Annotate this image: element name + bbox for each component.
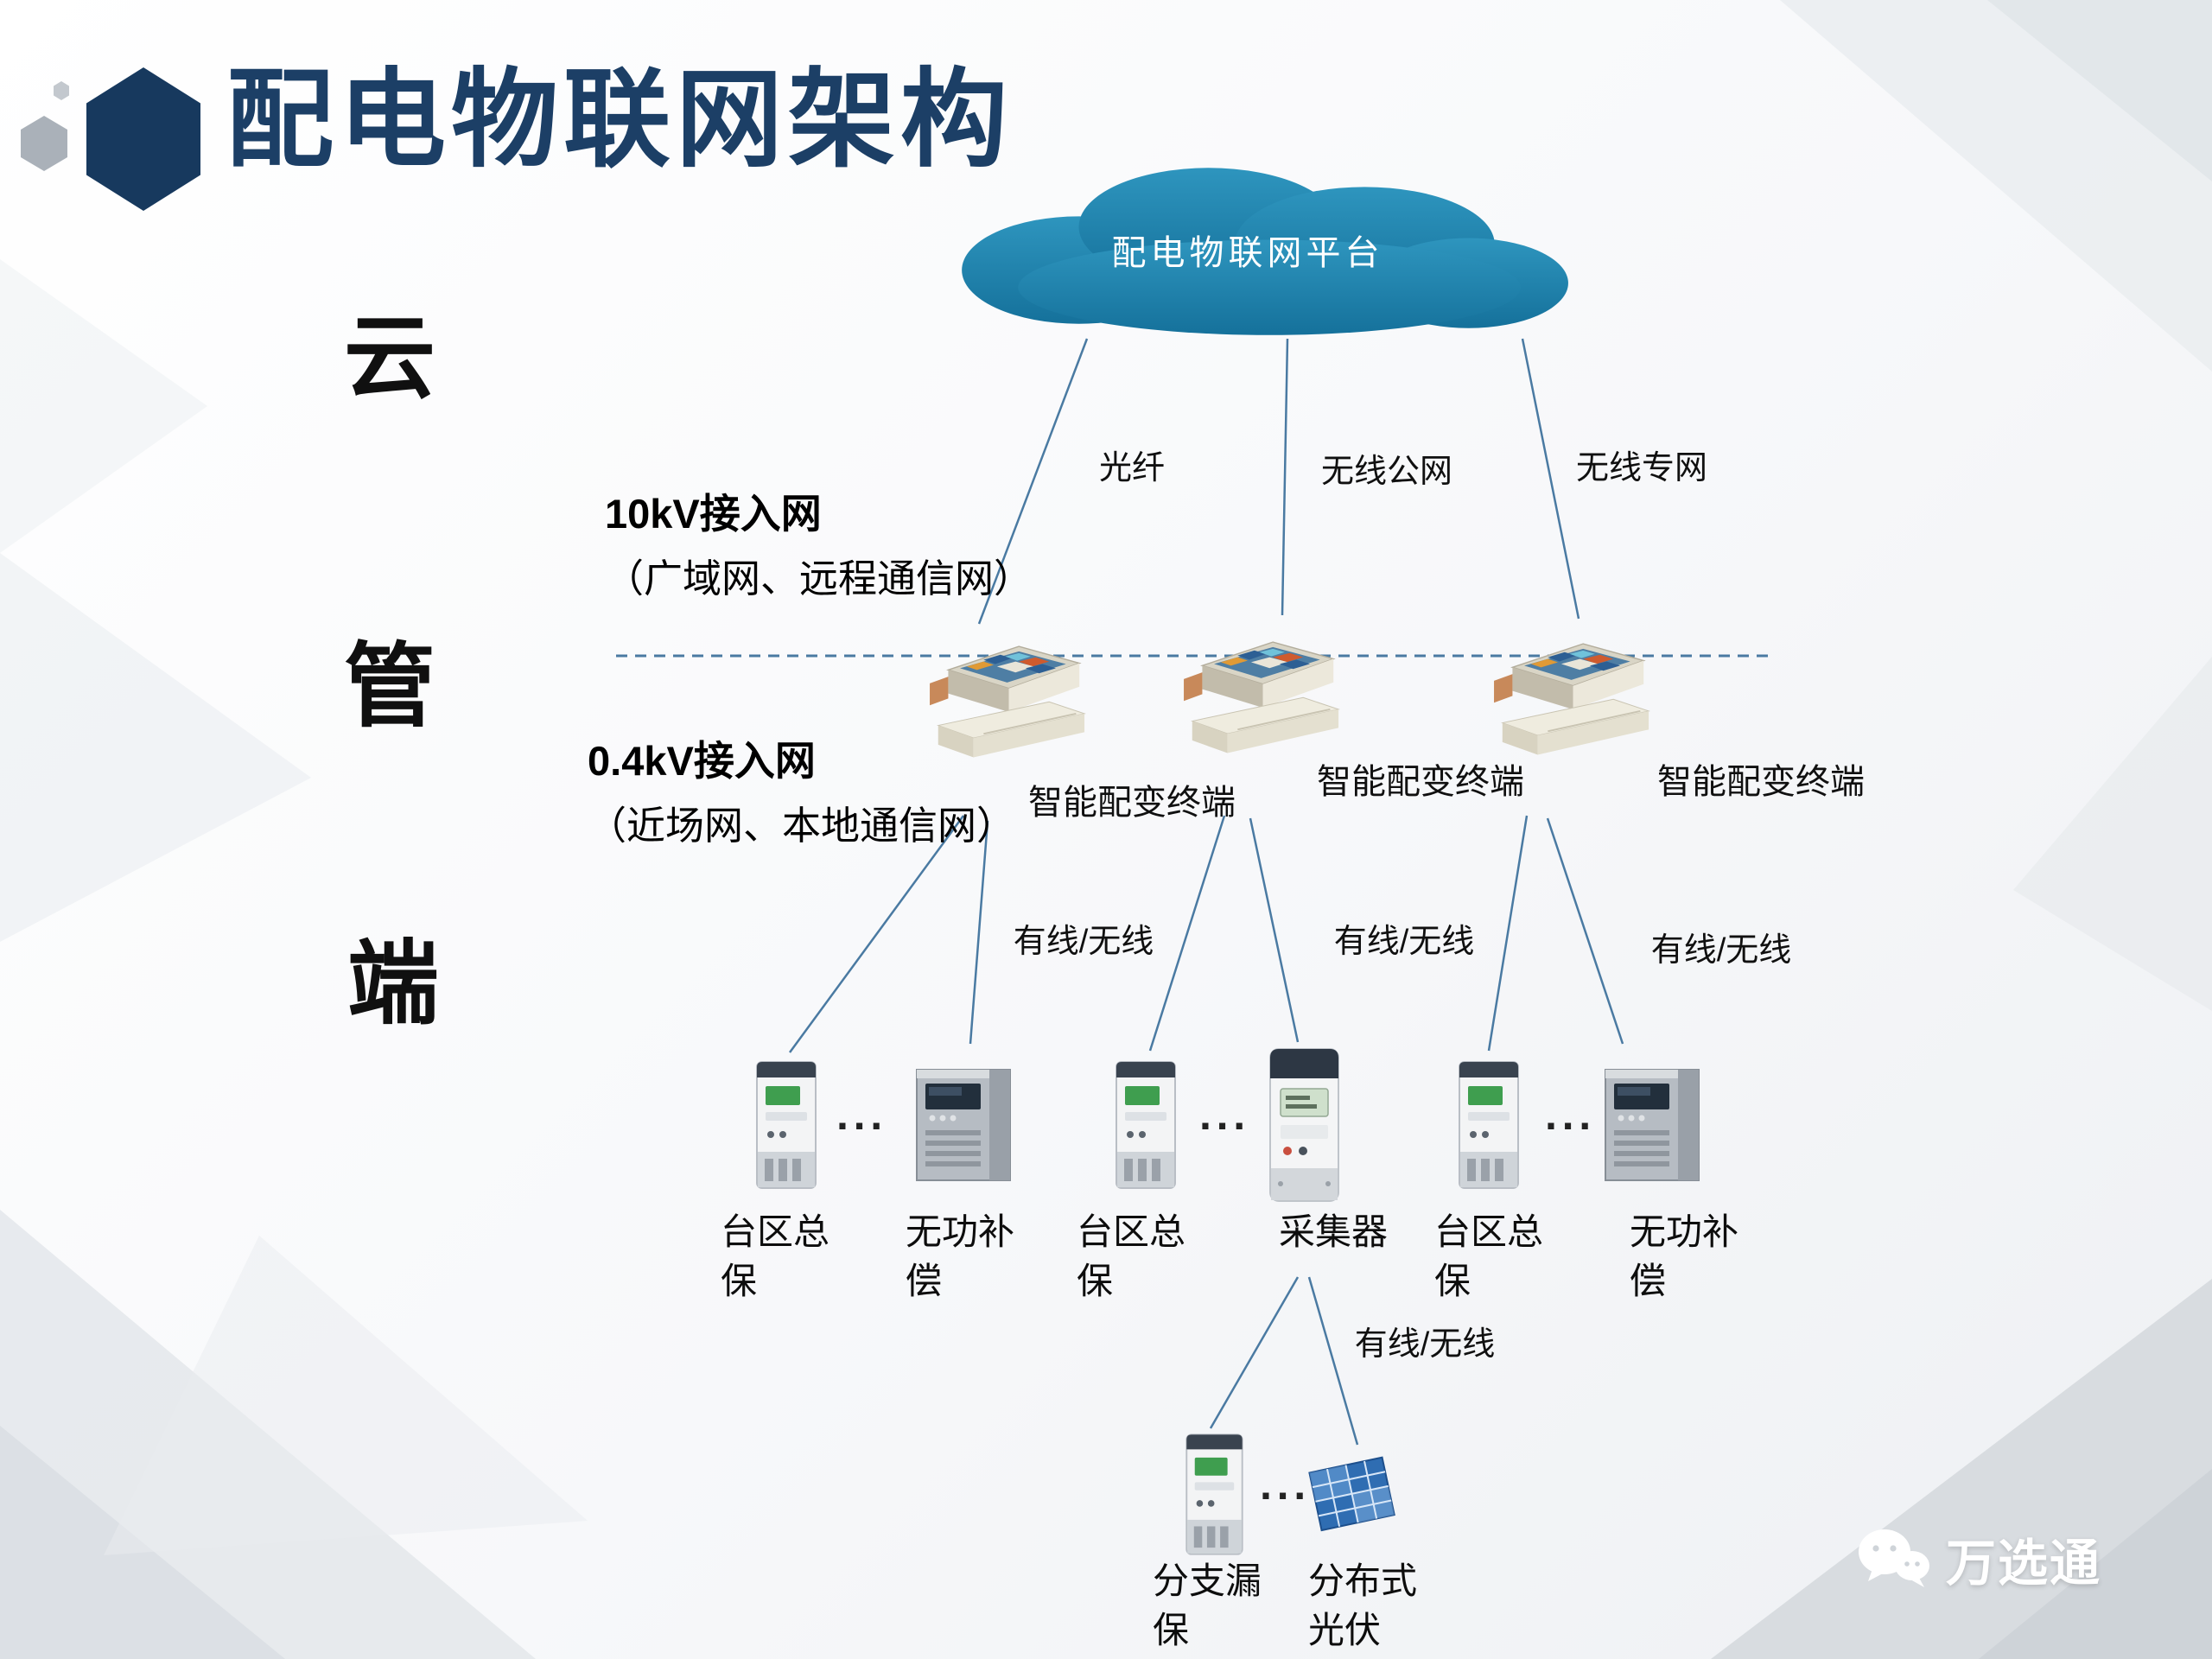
terminal-device-icon xyxy=(925,618,1093,773)
cloud-to-terminal-lines xyxy=(977,338,1580,625)
watermark-text: 万选通 xyxy=(1946,1535,2102,1592)
terminal-device-2 xyxy=(1179,613,1347,769)
collector-to-branch-lines xyxy=(1209,1276,1359,1446)
reactive-compensator-icon xyxy=(912,1065,1015,1185)
access-note-04kv: 0.4kV接入网 （近场网、本地通信网） xyxy=(588,728,1015,850)
device-compensator-1 xyxy=(912,1065,1015,1185)
logo-hexagon-small-icon xyxy=(21,116,67,171)
cloud-platform-label: 配电物联网平台 xyxy=(1111,234,1384,272)
layer-label-pipe: 管 xyxy=(344,636,435,738)
area-protector-icon xyxy=(1447,1058,1529,1192)
link-label-wired-wireless-2: 有线/无线 xyxy=(1333,924,1475,960)
access-note-04kv-sub: （近场网、本地通信网） xyxy=(588,804,1016,848)
device-area-protector-3 xyxy=(1447,1058,1529,1192)
device-label-compensator-2: 无功补偿 xyxy=(1630,1211,1739,1301)
link-label-wireless-private: 无线专网 xyxy=(1575,450,1708,486)
access-note-10kv: 10kV接入网 （广域网、远程通信网） xyxy=(605,480,1033,603)
device-label-collector: 采集器 xyxy=(1279,1211,1389,1252)
page-title: 配电物联网架构 xyxy=(226,60,1014,180)
wechat-icon xyxy=(1859,1529,1929,1587)
link-label-wired-wireless-4: 有线/无线 xyxy=(1354,1326,1496,1363)
terminal-device-3 xyxy=(1489,615,1657,771)
branch-protector-icon xyxy=(1175,1430,1253,1560)
ellipsis-1: ··· xyxy=(836,1102,887,1150)
ellipsis-4: ··· xyxy=(1260,1471,1311,1520)
link-label-wired-wireless-3: 有线/无线 xyxy=(1650,932,1792,969)
link-label-fiber: 光纤 xyxy=(1098,450,1166,486)
terminal-device-1 xyxy=(925,618,1093,773)
ellipsis-3: ··· xyxy=(1545,1102,1596,1150)
device-collector xyxy=(1263,1046,1345,1205)
layer-label-terminal: 端 xyxy=(347,933,439,1035)
terminal-label-3: 智能配变终端 xyxy=(1657,763,1865,801)
access-note-10kv-sub: （广域网、远程通信网） xyxy=(605,556,1033,601)
area-protector-icon xyxy=(745,1058,827,1192)
terminal-label-2: 智能配变终端 xyxy=(1317,763,1524,801)
device-label-branch-protector: 分支漏保 xyxy=(1153,1560,1262,1650)
watermark: 万选通 xyxy=(1854,1522,2101,1595)
cloud-icon xyxy=(962,168,1568,335)
layer-label-cloud: 云 xyxy=(344,308,435,410)
device-label-area-protector-1: 台区总保 xyxy=(721,1211,830,1301)
collector-meter-icon xyxy=(1263,1046,1345,1205)
terminal-label-1: 智能配变终端 xyxy=(1028,784,1236,822)
solar-panel-icon xyxy=(1306,1445,1397,1541)
access-note-10kv-title: 10kV接入网 xyxy=(605,491,822,537)
device-compensator-2 xyxy=(1600,1065,1704,1185)
device-label-area-protector-3: 台区总保 xyxy=(1434,1211,1544,1301)
terminal-to-device-lines xyxy=(788,815,1624,1053)
device-label-distributed-pv: 分布式光伏 xyxy=(1308,1560,1418,1650)
device-area-protector-2 xyxy=(1104,1058,1186,1192)
link-label-wired-wireless-1: 有线/无线 xyxy=(1013,924,1154,960)
access-note-04kv-title: 0.4kV接入网 xyxy=(588,738,816,784)
device-branch-protector xyxy=(1175,1430,1253,1560)
terminal-device-icon xyxy=(1489,615,1657,771)
device-area-protector-1 xyxy=(745,1058,827,1192)
cloud-platform-node: 配电物联网平台 xyxy=(914,152,1581,340)
ellipsis-2: ··· xyxy=(1199,1102,1250,1150)
area-protector-icon xyxy=(1104,1058,1186,1192)
terminal-device-icon xyxy=(1179,613,1347,769)
device-distributed-pv xyxy=(1306,1445,1397,1541)
link-label-wireless-public: 无线公网 xyxy=(1320,454,1453,490)
device-label-area-protector-2: 台区总保 xyxy=(1077,1211,1186,1301)
logo-hexagon-dot-icon xyxy=(54,81,69,100)
reactive-compensator-icon xyxy=(1600,1065,1704,1185)
device-label-compensator-1: 无功补偿 xyxy=(906,1211,1015,1301)
